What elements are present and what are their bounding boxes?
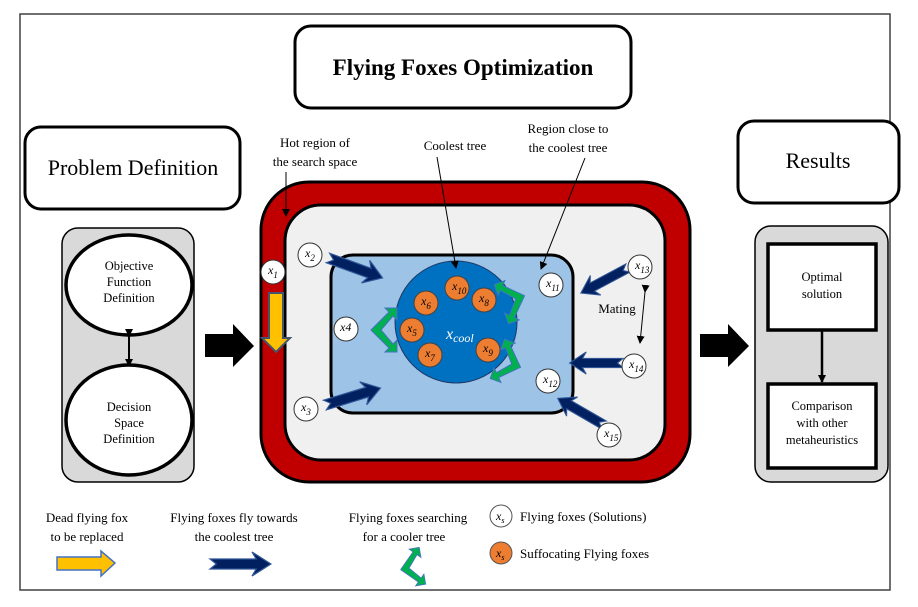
fox-node-white: [538, 272, 564, 298]
fox-node-white-label: x11: [545, 276, 560, 293]
region-close-label-1: Region close to: [528, 121, 609, 136]
region-close-pointer: [539, 157, 586, 270]
region-close-label-2: the coolest tree: [529, 140, 608, 155]
legend-fly-arrow: [209, 551, 272, 577]
comparison-node: [766, 382, 878, 470]
results-heading: Results: [786, 148, 851, 173]
legend-solutions: Flying foxes (Solutions): [520, 509, 646, 524]
fox-node-white: [621, 353, 647, 379]
legend-search-arrow: [396, 546, 427, 589]
fox-node-white-label: x15: [603, 426, 619, 443]
fox-node-white: [333, 316, 359, 342]
legend-fly-line-1: Flying foxes fly towards: [170, 510, 297, 525]
flow-arrow-right-1: [205, 324, 254, 367]
problem-definition-heading: Problem Definition: [48, 155, 218, 180]
fox-node-white-label: x12: [542, 372, 558, 389]
coolest-tree-caption: Coolest tree: [424, 138, 487, 153]
fox-node-orange: [444, 275, 470, 301]
legend-orange-fox-symbol-label: xs: [495, 546, 504, 562]
fox-node-orange-label: x10: [451, 279, 467, 296]
fox-node-orange: [417, 342, 443, 368]
mating-arrow: [636, 284, 650, 344]
fox-node-orange: [471, 287, 497, 313]
fox-node-white-label: x14: [628, 357, 644, 374]
hot-region-label-2: the search space: [273, 154, 358, 169]
legend-suffocating: Suffocating Flying foxes: [520, 546, 649, 561]
fox-node-white: [297, 242, 323, 268]
decision-line-3: Definition: [103, 432, 155, 446]
objective-line-2: Function: [107, 275, 152, 289]
optimal-solution-node: [766, 242, 878, 332]
fox-node-white-label: x13: [634, 258, 650, 275]
fox-node-white-label: x4: [339, 320, 351, 334]
optimal-line-2: solution: [802, 287, 843, 301]
dead-fox-arrow: [259, 292, 293, 354]
legend-white-fox-symbol-label: xs: [495, 509, 504, 525]
legend-fly-line-2: the coolest tree: [195, 529, 274, 544]
decision-line-1: Decision: [107, 400, 152, 414]
objective-line-1: Objective: [105, 259, 154, 273]
coolest-tree-label: xcool: [445, 326, 474, 345]
fox-node-orange: [413, 290, 439, 316]
comparison-line-2: with other: [796, 416, 848, 430]
title: Flying Foxes Optimization: [333, 55, 594, 80]
fox-node-white: [293, 396, 319, 422]
fox-node-orange-label: x7: [424, 346, 435, 363]
fox-node-orange-label: x9: [482, 341, 493, 358]
fox-node-white-label: x2: [304, 246, 315, 263]
coolest-tree-pointer: [436, 156, 459, 269]
optimal-line-1: Optimal: [802, 270, 843, 284]
mating-label: Mating: [598, 301, 636, 316]
fox-node-orange-label: x8: [478, 291, 489, 308]
legend-dead-line-2: to be replaced: [51, 529, 124, 544]
fox-node-white-label: x3: [300, 400, 311, 417]
legend-search-line-2: for a cooler tree: [363, 529, 446, 544]
legend-search-line-1: Flying foxes searching: [349, 510, 468, 525]
legend-white-fox-symbol: [489, 504, 513, 528]
fox-node-white-label: x1: [267, 263, 278, 280]
comparison-line-3: metaheuristics: [786, 433, 858, 447]
fox-node-orange-label: x5: [406, 321, 417, 338]
fox-node-white: [260, 259, 286, 285]
results-box: [736, 119, 901, 205]
legend-orange-fox-symbol: [489, 541, 513, 565]
figure-frame: [19, 13, 891, 591]
objective-line-3: Definition: [103, 291, 155, 305]
legend-dead-line-1: Dead flying fox: [46, 510, 129, 525]
fox-node-white: [596, 422, 622, 448]
fox-node-white: [535, 368, 561, 394]
problem-definition-box: [23, 125, 242, 211]
hot-region-label-1: Hot region of: [280, 135, 351, 150]
flow-arrow-right-2: [700, 324, 749, 367]
fox-node-white: [627, 254, 653, 280]
comparison-line-1: Comparison: [791, 399, 853, 413]
decision-space-node: [64, 363, 194, 477]
legend-dead-arrow: [56, 549, 117, 578]
decision-line-2: Space: [114, 416, 144, 430]
fox-node-orange: [475, 337, 501, 363]
title-box: [293, 24, 633, 110]
fox-node-orange-label: x6: [420, 294, 431, 311]
fox-node-orange: [399, 317, 425, 343]
